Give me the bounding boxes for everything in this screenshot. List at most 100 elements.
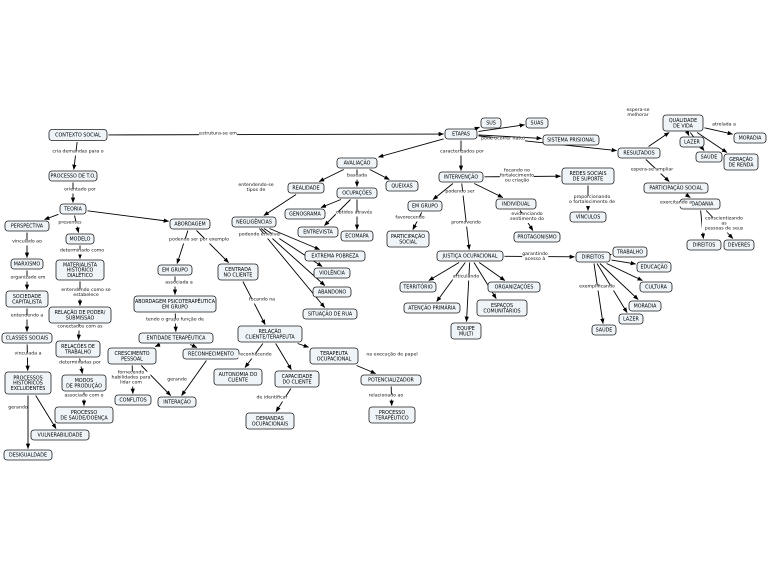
node-box [114,394,152,406]
node-reconhecimento[interactable]: RECONHECIMENTO [182,348,240,360]
node-box [4,220,50,232]
node-avaliacao[interactable]: AVALIAÇÃO [336,157,378,169]
node-interacao[interactable]: INTERAÇÃO [157,396,197,408]
node-realidade[interactable]: REALIDADE [287,182,325,194]
node-box [399,281,437,293]
node-suas[interactable]: SUAS [525,117,549,129]
node-conflitos[interactable]: CONFLITOS [114,394,152,406]
link-label-atrelada-a: atrelada a [712,122,736,129]
node-moradia-mid[interactable]: MORADIA [628,300,662,312]
node-saude-top[interactable]: SAÚDE [695,151,723,163]
node-em-grupo-left[interactable]: EM GRUPO [157,264,193,276]
node-individual[interactable]: INDIVIDUAL [495,198,537,210]
node-processo-to[interactable]: PROCESSO DE T.O. [48,170,98,182]
link-justica_ocupacional-to-organizacoes [478,262,506,281]
node-saude-mid[interactable]: SAÚDE [591,324,617,336]
node-extrema-pobreza[interactable]: EXTREMA POBREZA [304,250,366,262]
node-etapas[interactable]: ETAPAS [444,128,478,140]
node-relacao-poder[interactable]: RELAÇÃO DE PODER/SUBMISSÃO [48,306,112,324]
node-negligencias[interactable]: NEGLIGÊNCIAS [231,216,277,228]
node-queixas[interactable]: QUEIXAS [385,180,419,192]
node-box [274,370,320,388]
link-label-determinadas-por: determinadas por [59,360,101,367]
node-label: INDIVIDUAL [502,202,530,208]
node-organizacoes[interactable]: ORGANIZAÇÕES [487,281,541,293]
node-box [217,263,259,281]
node-label: DESIGUALDADE [9,453,47,459]
node-educacao[interactable]: EDUCAÇÃO [636,261,672,273]
node-contexto-social[interactable]: CONTEXTO SOCIAL [48,129,108,141]
node-resultados[interactable]: RESULTADOS [617,147,661,159]
node-box [407,200,443,212]
node-desigualdade[interactable]: DESIGUALDADE [3,449,53,461]
node-label: SUAS [531,121,544,127]
node-protagonismo[interactable]: PROTAGONISMO [513,231,561,243]
node-atencao-primaria[interactable]: ATENÇÃO PRIMÁRIA [403,302,461,314]
node-entrevista[interactable]: ENTREVISTA [297,226,339,238]
node-entidade-terapeutica[interactable]: ENTIDADE TERAPÊUTICA [138,332,214,344]
link-label-focando-no-fortalecimento: focando no fortalecimento ou criação [499,168,535,185]
node-marxismo[interactable]: MARXISMO [10,258,44,270]
node-participacao-social-right[interactable]: PARTICIPAÇÃO SOCIAL [643,182,709,194]
node-perspectiva[interactable]: PERSPECTIVA [4,220,50,232]
node-lazer-mid[interactable]: LAZER [618,313,644,325]
node-sistema-prisional[interactable]: SISTEMA PRISIONAL [542,134,600,146]
node-direitos-mid[interactable]: DIREITOS [575,251,611,263]
node-vinculos[interactable]: VÍNCULOS [569,211,607,223]
node-territorio[interactable]: TERRITÓRIO [399,281,437,293]
node-cultura[interactable]: CULTURA [639,281,673,293]
node-abordagem[interactable]: ABORDAGEM [169,218,211,230]
link-label-vinculado-ao-a: vinculado ao [12,239,42,246]
link-label-conectados-com-as: conectados com as [57,324,103,331]
node-label: INTERVENÇÃO [444,174,478,181]
node-lazer-top[interactable]: LAZER [679,136,705,148]
node-trabalho[interactable]: TRABALHO [612,246,648,258]
node-modelo[interactable]: MODELO [65,233,95,245]
node-genograma[interactable]: GENOGRAMA [284,208,326,220]
node-potencializador[interactable]: POTENCIALIZADOR [360,374,422,386]
node-ocupacoes[interactable]: OCUPAÇÕES [336,187,378,199]
node-deveres[interactable]: DEVERES [723,239,755,251]
node-label: PARTICIPAÇÃO SOCIAL [649,185,702,192]
node-em-grupo-mid[interactable]: EM GRUPO [407,200,443,212]
link-direitos_mid-to-moradia_mid [599,263,639,300]
node-vulnerabilidade[interactable]: VULNERABILIDADE [30,429,90,441]
node-abandono[interactable]: ABANDONO [312,286,352,298]
node-sus[interactable]: SUS [480,117,502,129]
link-qualidade_vida-to-lazer_top [684,130,690,136]
node-teoria[interactable]: TEORIA [59,203,87,215]
node-intervencao[interactable]: INTERVENÇÃO [438,171,484,183]
node-situacao-rua[interactable]: SITUAÇÃO DE RUA [302,308,358,320]
node-violencia[interactable]: VIOLÊNCIA [313,267,351,279]
link-label-exemplificando: exemplificando [579,284,615,291]
node-justica-ocupacional[interactable]: JUSTIÇA OCUPACIONAL [436,250,504,262]
node-direitos-right[interactable]: DIREITOS [686,239,722,251]
node-classes-sociais[interactable]: CLASSES SOCIAIS [1,332,53,344]
node-moradia-top[interactable]: MORADIA [733,132,767,144]
node-ecomapa[interactable]: ECOMAPA [340,230,374,242]
